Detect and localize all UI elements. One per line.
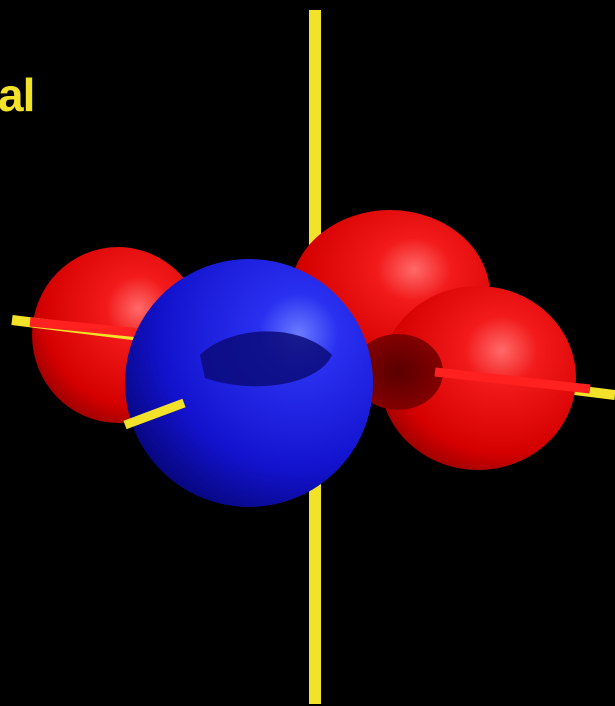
orbital-graphic [0, 0, 615, 706]
orbital-diagram: al [0, 0, 615, 706]
